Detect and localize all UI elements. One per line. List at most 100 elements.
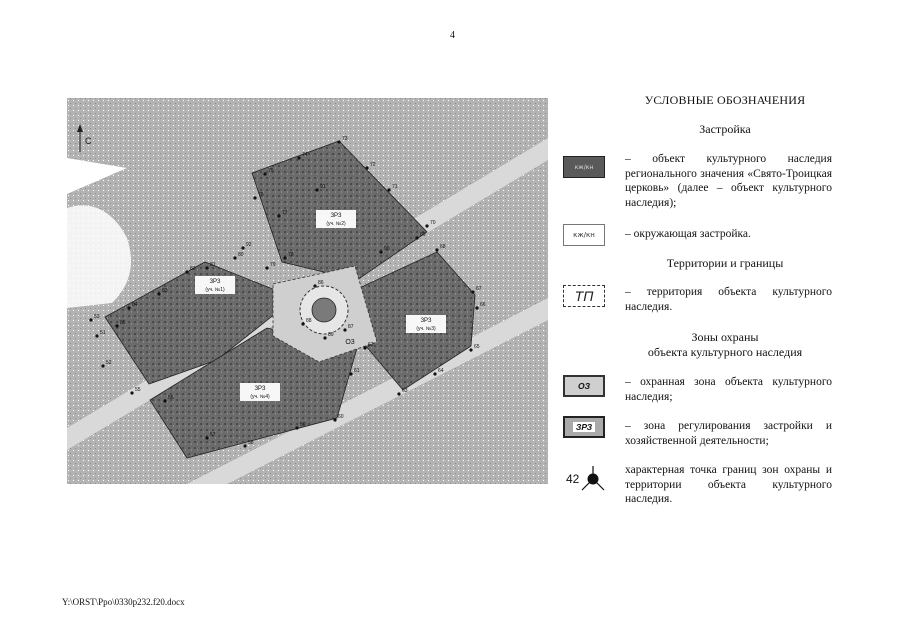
boundary-point	[333, 418, 337, 422]
boundary-point	[283, 256, 287, 260]
zone-label: (уч. №4)	[250, 394, 270, 400]
boundary-point	[313, 284, 317, 288]
north-label: С	[85, 136, 92, 146]
boundary-point-number: 85	[120, 320, 126, 326]
boundary-point	[425, 224, 429, 228]
swatch-okn: кж/кн	[563, 156, 605, 178]
boundary-point	[243, 444, 247, 448]
boundary-point	[397, 392, 401, 396]
zone-label: ЗРЗ	[330, 213, 341, 219]
boundary-point-number: 72	[370, 162, 376, 168]
boundary-point-number: 91	[320, 184, 326, 190]
boundary-point-number: 65	[474, 344, 480, 350]
boundary-point	[241, 246, 245, 250]
legend-section-zones: Зоны охраны объекта культурного наследия	[647, 330, 803, 359]
boundary-point-number: 83	[162, 288, 168, 294]
boundary-point-number: 74	[302, 152, 308, 158]
boundary-point	[363, 346, 367, 350]
boundary-point-number: 55	[135, 387, 141, 393]
boundary-point-number: 80	[238, 252, 244, 258]
boundary-point	[127, 306, 131, 310]
okn-building	[311, 297, 337, 323]
boundary-point-number: 62	[368, 342, 374, 348]
boundary-point	[301, 322, 305, 326]
boundary-point-number: 52	[106, 360, 112, 366]
boundary-point	[101, 364, 105, 368]
boundary-point	[263, 172, 267, 176]
legend-section-territories: Территории и границы	[666, 256, 784, 270]
legend-surrounding-text: – окружающая застройка.	[625, 228, 751, 240]
legend-okn-text: – объект культурного наследия региональн…	[625, 153, 832, 209]
boundary-point-number: 64	[438, 368, 444, 374]
zone-label: (уч. №1)	[205, 287, 225, 293]
point-number-sample: 42	[566, 472, 580, 486]
boundary-point	[469, 348, 473, 352]
boundary-point	[349, 372, 353, 376]
boundary-point	[415, 236, 419, 240]
boundary-point-number: 79	[270, 262, 276, 268]
boundary-point-number: 84	[132, 302, 138, 308]
boundary-point	[471, 290, 475, 294]
swatch-oz: ОЗ	[563, 375, 605, 397]
oz-label: О3	[345, 339, 354, 346]
boundary-point-number: 67	[476, 286, 482, 292]
boundary-point-number: 77	[282, 210, 288, 216]
boundary-point	[89, 318, 93, 322]
boundary-point-number: 60	[338, 414, 344, 420]
boundary-point	[297, 156, 301, 160]
boundary-point-number: 70	[430, 220, 436, 226]
legend-title: УСЛОВНЫЕ ОБОЗНАЧЕНИЯ	[644, 93, 806, 107]
page-number: 4	[450, 30, 455, 41]
swatch-surrounding: кж/кн	[563, 224, 605, 246]
boundary-point	[205, 266, 209, 270]
boundary-point-number: 66	[480, 302, 486, 308]
legend-oz-text: – охранная зона объекта культурного насл…	[625, 376, 832, 403]
boundary-point	[205, 436, 209, 440]
legend-point-text: характерная точка границ зон охраны и те…	[625, 464, 832, 505]
boundary-point	[343, 328, 347, 332]
boundary-point-number: 61	[354, 368, 360, 374]
boundary-point	[265, 266, 269, 270]
boundary-point	[315, 188, 319, 192]
boundary-point-number: 92	[246, 242, 252, 248]
boundary-point-number: 82	[190, 266, 196, 272]
boundary-point	[163, 399, 167, 403]
boundary-point	[115, 324, 119, 328]
boundary-point-number: 63	[402, 388, 408, 394]
boundary-point-number: 53	[94, 314, 100, 320]
boundary-point-number: 51	[100, 330, 106, 336]
boundary-point-number: 73	[342, 136, 348, 142]
boundary-point-number: 78	[288, 252, 294, 258]
boundary-point-number: 88	[306, 318, 312, 324]
white-area	[67, 205, 132, 308]
boundary-point	[323, 336, 327, 340]
zone-label: (уч. №3)	[416, 326, 436, 332]
zone-label: ЗРЗ	[254, 386, 265, 392]
boundary-point-number: 69	[420, 232, 426, 238]
footer-path: Y:\ORST\Ppo\0330p232.f20.docx	[62, 597, 185, 607]
boundary-point-number: 68	[440, 244, 446, 250]
boundary-point	[253, 196, 257, 200]
boundary-point	[277, 214, 281, 218]
legend-zrz-text: – зона регулирования застройки и хозяйст…	[625, 420, 832, 447]
boundary-point	[435, 248, 439, 252]
site-plan-map: С ЗРЗ (уч. №1) ЗРЗ (уч. №2) ЗРЗ (уч. №3)…	[67, 98, 548, 484]
boundary-point-number: 71	[392, 184, 398, 190]
zone-label: ЗРЗ	[420, 318, 431, 324]
swatch-zrz-label: ЗРЗ	[572, 422, 596, 432]
boundary-point	[379, 250, 383, 254]
boundary-point-number: 58	[248, 440, 254, 446]
boundary-point-number: 76	[258, 192, 264, 198]
boundary-point-number: 59	[300, 422, 306, 428]
zone-label: ЗРЗ	[209, 279, 220, 285]
boundary-point	[157, 292, 161, 296]
boundary-point-icon	[581, 466, 605, 491]
boundary-point	[95, 334, 99, 338]
boundary-point-number: 56	[168, 395, 174, 401]
boundary-point	[387, 188, 391, 192]
boundary-point-number: 57	[210, 432, 216, 438]
boundary-point	[185, 270, 189, 274]
legend-section-zastroyka: Застройка	[699, 122, 751, 136]
boundary-points: 53 51 52 55 56 57 58 59 60 61 62 63 64 65 66 67 68 69 70 71…	[89, 136, 486, 448]
swatch-zrz: ЗРЗ	[563, 416, 605, 438]
